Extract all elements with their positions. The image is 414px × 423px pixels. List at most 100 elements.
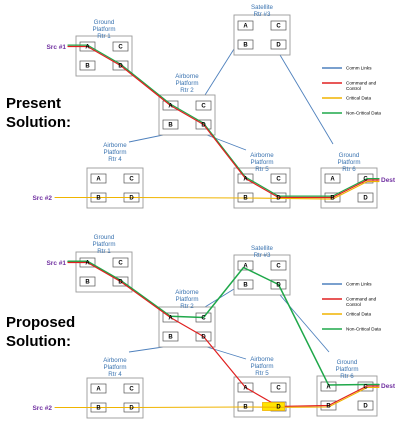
proposed-legend-text-command_control-1: Command and (346, 297, 377, 302)
present-comm-link-rtr2-rtr3 (204, 48, 235, 96)
proposed-rtr3-port-c-label: C (276, 264, 281, 270)
proposed-rtr2-title-line-3: Rtr 2 (180, 303, 194, 310)
present-legend-text-critical_data-1: Critical Data (346, 96, 371, 101)
present-rtr2-title-line-2: Platform (175, 80, 198, 87)
present-legend-text-comm_link-1: Comm Links (346, 66, 372, 71)
present-rtr6-title-line-2: Platform (337, 159, 360, 166)
proposed-rtr6-port-c-label: C (363, 385, 368, 391)
proposed-command-control-flow (67, 261, 380, 408)
present-rtr3-title-line-2: Rtr #3 (254, 11, 271, 18)
proposed-rtr6-port-d (357, 400, 374, 411)
present-rtr6-title-line-1: Ground (339, 152, 360, 159)
proposed-section-label-line-1: Proposed (6, 314, 75, 331)
present-legend-text-non_critical_data-1: Non-Critical Data (346, 111, 381, 116)
proposed-src1-label: Src #1 (46, 260, 66, 267)
present-rtr1-title-line-2: Platform (92, 26, 115, 33)
proposed-rtr3-port-b-label: B (243, 283, 248, 289)
present-rtr3-port-d-label: D (276, 43, 281, 49)
present-rtr2-port-c-label: C (201, 104, 206, 110)
proposed-rtr6-port-d-label: D (363, 404, 368, 410)
proposed-section-label-line-2: Solution: (6, 333, 71, 350)
present-rtr3-port-b (237, 39, 254, 50)
proposed-rtr4-port-d-label: D (129, 406, 134, 412)
proposed-legend-text-critical_data-1: Critical Data (346, 312, 371, 317)
present-comm-link-rtr2-rtr4 (128, 134, 164, 143)
present-rtr5-title-line-2: Platform (250, 159, 273, 166)
present-rtr4-title-line-3: Rtr 4 (108, 156, 122, 163)
present-section-label-line-1: Present (6, 95, 61, 112)
proposed-rtr1-title-line-1: Ground (94, 234, 115, 241)
traffic-flows-layer (54, 44, 380, 411)
proposed-legend-text-non_critical_data-1: Non-Critical Data (346, 327, 381, 332)
present-rtr4-port-d-label: D (129, 196, 134, 202)
proposed-rtr5-port-c-label: C (276, 386, 281, 392)
proposed-rtr6-port-b-label: B (326, 404, 331, 410)
proposed-rtr2-title-line-1: Airborne (175, 289, 199, 296)
proposed-rtr5-title-line-2: Platform (250, 363, 273, 370)
present-rtr3-port-b-label: B (243, 43, 248, 49)
proposed-rtr1-port-b-label: B (85, 280, 90, 286)
present-rtr4-port-c (123, 173, 140, 184)
proposed-dest-label: Dest (381, 383, 396, 390)
proposed-rtr1-title-line-2: Platform (92, 241, 115, 248)
present-rtr1-port-c (112, 41, 129, 52)
proposed-rtr6-title-line-2: Platform (335, 366, 358, 373)
present-rtr6-port-c-label: C (363, 177, 368, 183)
present-legend-text-command_control-1: Command and (346, 81, 377, 86)
present-rtr1-title-line-3: Rtr 1 (97, 33, 111, 40)
present-rtr1-port-d-label: D (118, 64, 123, 70)
present-rtr2-title-line-3: Rtr 2 (180, 87, 194, 94)
proposed-rtr2-port-d-label: D (201, 335, 206, 341)
proposed-rtr2-port-a-label: A (168, 316, 173, 322)
proposed-rtr3-port-a-label: A (243, 264, 248, 270)
proposed-legend-text-comm_link-1: Comm Links (346, 282, 372, 287)
present-non-critical-flow (67, 44, 380, 197)
proposed-rtr5-port-a-label: A (243, 386, 248, 392)
present-rtr6-port-b-label: B (330, 196, 335, 202)
proposed-rtr6-title-line-1: Ground (337, 359, 358, 366)
present-rtr6-port-d (357, 192, 374, 203)
proposed-rtr6-port-a-label: A (326, 385, 331, 391)
proposed-rtr4-port-b-label: B (96, 406, 101, 412)
present-legend-text-command_control-2: Control (346, 86, 361, 91)
present-rtr1-port-b-label: B (85, 64, 90, 70)
proposed-rtr5-port-b-label: B (243, 405, 248, 411)
proposed-rtr5-port-d-label: D (276, 405, 281, 411)
proposed-legend-text-command_control-2: Control (346, 302, 361, 307)
present-rtr5-port-d-label: D (276, 196, 281, 202)
present-rtr2-port-b-label: B (168, 123, 173, 129)
present-rtr6-port-d-label: D (363, 196, 368, 202)
proposed-rtr4-port-a (90, 383, 107, 394)
proposed-rtr1-port-b (79, 276, 96, 287)
proposed-comm-link-rtr2-rtr4 (128, 346, 164, 353)
present-rtr2-port-a-label: A (168, 104, 173, 110)
proposed-non-critical-flow (67, 260, 380, 386)
proposed-critical-data-flow (54, 386, 380, 409)
proposed-rtr3-port-a (237, 260, 254, 271)
present-rtr3-port-d (270, 39, 287, 50)
proposed-rtr4-title-line-2: Platform (103, 364, 126, 371)
proposed-rtr5-port-c (270, 382, 287, 393)
proposed-comm-link-rtr2-rtr5 (206, 346, 247, 360)
present-rtr4-title-line-1: Airborne (103, 142, 127, 149)
present-src2-label: Src #2 (32, 195, 52, 202)
proposed-rtr2-port-c-label: C (201, 316, 206, 322)
present-rtr2-title-line-1: Airborne (175, 73, 199, 80)
present-rtr1-port-b (79, 60, 96, 71)
present-rtr5-port-c (270, 173, 287, 184)
proposed-rtr1-port-c-label: C (118, 261, 123, 267)
present-comm-link-rtr3-rtr6 (279, 54, 334, 145)
present-rtr4-port-a (90, 173, 107, 184)
present-src1-label: Src #1 (46, 44, 66, 51)
proposed-rtr5-priority-buffer-highlight (262, 402, 285, 411)
proposed-rtr3-title-line-2: Rtr #3 (254, 252, 271, 259)
proposed-rtr2-title-line-2: Platform (175, 296, 198, 303)
present-critical-data-flow (54, 181, 380, 200)
present-rtr4-port-c-label: C (129, 177, 134, 183)
proposed-rtr2-port-b-label: B (168, 335, 173, 341)
present-rtr1-port-a-label: A (85, 45, 90, 51)
present-rtr2-port-d-label: D (201, 123, 206, 129)
proposed-rtr5-title-line-3: Rtr 5 (255, 370, 269, 377)
